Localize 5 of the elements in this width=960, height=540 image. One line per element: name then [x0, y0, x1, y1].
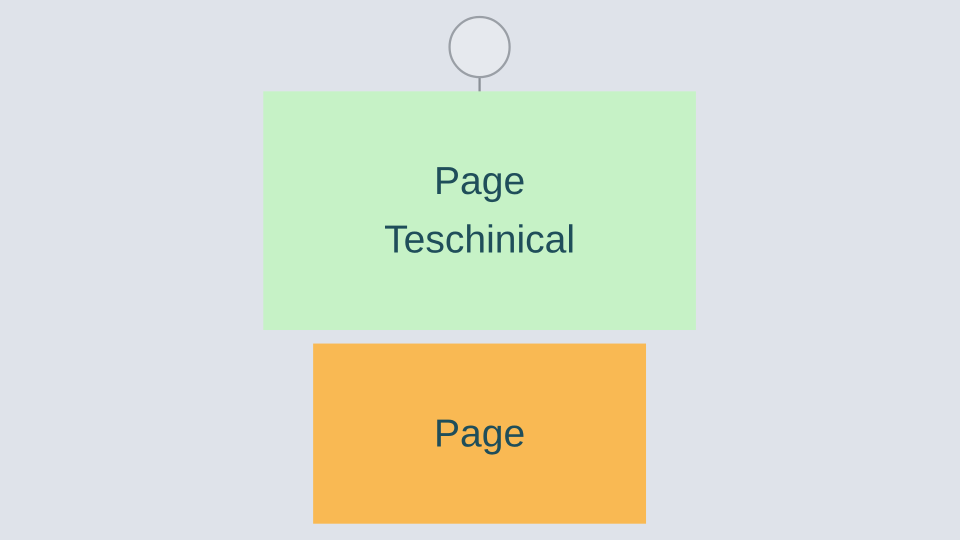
node-box: [264, 91, 696, 330]
node-circle: [448, 16, 512, 78]
flowchart-diagram: Page Teschinical Page: [252, 5, 708, 535]
node-box: [314, 344, 646, 524]
connector: [478, 77, 482, 92]
